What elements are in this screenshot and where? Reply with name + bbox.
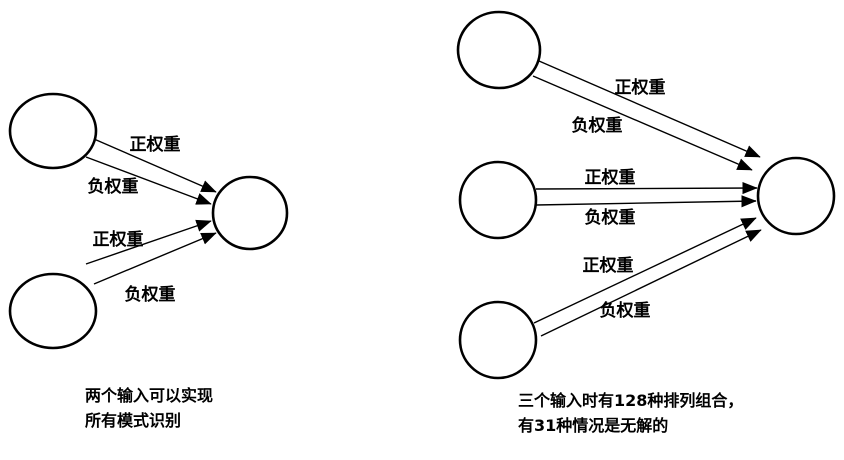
- weight-label: 正权重: [615, 77, 666, 98]
- weight-label: 正权重: [585, 167, 636, 188]
- right-arrow-middle-negative: [535, 195, 757, 208]
- right-caption-line2: 有31种情况是无解的: [518, 416, 668, 435]
- left-arrow-top-positive: [93, 138, 217, 193]
- weight-label: 正权重: [583, 255, 634, 276]
- right-arrow-top-negative: [532, 75, 753, 171]
- right-caption-line1: 三个输入时有128种排列组合，: [518, 391, 743, 410]
- right-input-node-middle: [458, 160, 538, 240]
- right-input-node-top: [456, 10, 542, 90]
- right-arrow-bottom-positive: [533, 217, 757, 324]
- weight-label: 负权重: [572, 115, 623, 136]
- right-arrow-top-positive: [538, 60, 761, 158]
- left-caption-line2: 所有模式识别: [85, 411, 181, 430]
- weight-label: 负权重: [600, 300, 651, 321]
- left-caption-line1: 两个输入可以实现: [85, 386, 213, 405]
- weight-label: 负权重: [88, 176, 139, 197]
- weight-label: 负权重: [585, 207, 636, 228]
- right-arrow-bottom-negative: [540, 229, 762, 337]
- weight-label: 正权重: [93, 229, 144, 250]
- left-arrow-bottom-positive: [85, 219, 212, 265]
- left-arrow-top-negative: [85, 156, 212, 205]
- right-input-node-bottom: [458, 300, 538, 380]
- left-output-node: [211, 175, 289, 251]
- left-input-node-top: [8, 92, 98, 170]
- right-output-node: [756, 156, 836, 236]
- right-arrow-middle-positive: [535, 181, 758, 195]
- left-input-node-bottom: [8, 272, 98, 350]
- weight-label: 负权重: [125, 284, 176, 305]
- weight-label: 正权重: [130, 134, 181, 155]
- left-arrow-bottom-negative: [93, 232, 217, 285]
